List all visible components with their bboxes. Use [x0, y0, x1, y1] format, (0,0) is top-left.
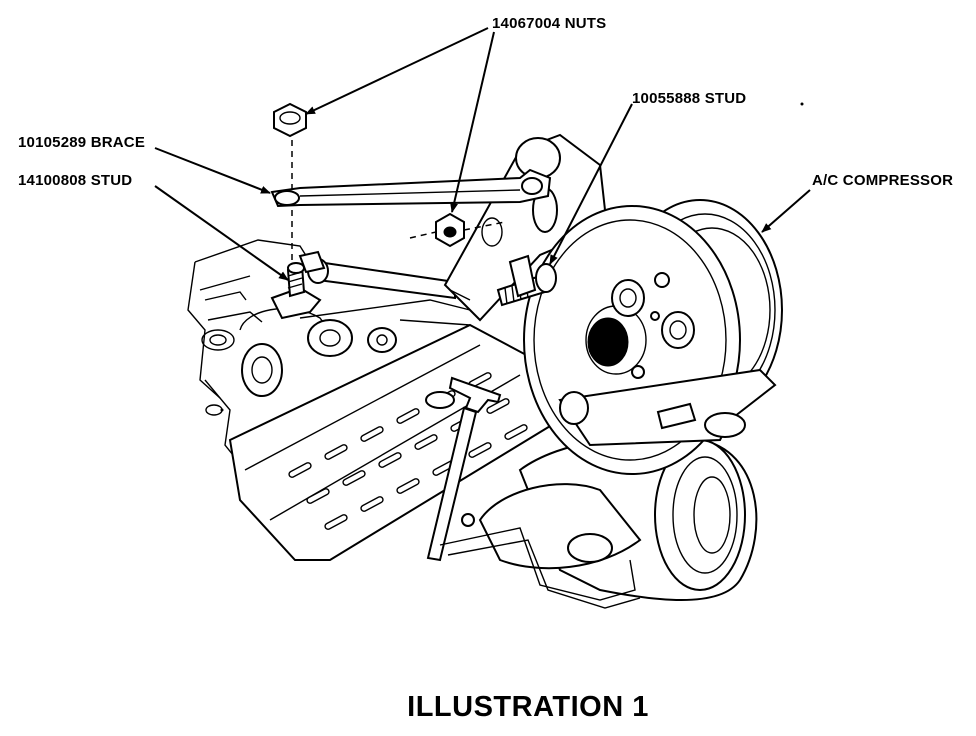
valve-cover-slot	[504, 424, 528, 440]
valve-cover-slot	[360, 496, 384, 512]
valve-cover-slot	[306, 488, 330, 504]
valve-cover-slot	[288, 462, 312, 478]
valve-cover-slot	[342, 470, 366, 486]
label-compressor: A/C COMPRESSOR	[812, 172, 953, 189]
valve-cover-slot	[486, 398, 510, 414]
front-bracket	[558, 368, 777, 447]
upper-nut	[273, 102, 307, 262]
valve-cover-slot	[324, 514, 348, 530]
valve-cover-slot	[378, 452, 402, 468]
middle-nut	[409, 212, 506, 248]
brace	[270, 168, 552, 208]
label-stud-left: 14100808 STUD	[18, 172, 132, 189]
valve-cover-slot	[396, 478, 420, 494]
compressor-bracket	[443, 133, 607, 322]
fuel-rail	[307, 258, 456, 300]
label-brace: 10105289 BRACE	[18, 134, 145, 151]
valve-cover-slot	[396, 408, 420, 424]
label-nuts: 14067004 NUTS	[492, 15, 606, 32]
compressor-pulley	[523, 199, 783, 475]
valve-cover-slot	[360, 426, 384, 442]
right-stud-hardware	[496, 254, 557, 307]
illustration-caption: ILLUSTRATION 1	[407, 691, 649, 723]
dipstick	[426, 376, 502, 562]
engine-block-illustration	[187, 239, 471, 471]
valve-cover-slot	[468, 442, 492, 458]
valve-cover-slot	[324, 444, 348, 460]
leader-lines	[154, 27, 811, 281]
compressor-lower-body	[439, 435, 758, 609]
label-stud-right: 10055888 STUD	[632, 90, 746, 107]
valve-cover-slot	[414, 434, 438, 450]
left-stud-hardware	[270, 250, 326, 320]
